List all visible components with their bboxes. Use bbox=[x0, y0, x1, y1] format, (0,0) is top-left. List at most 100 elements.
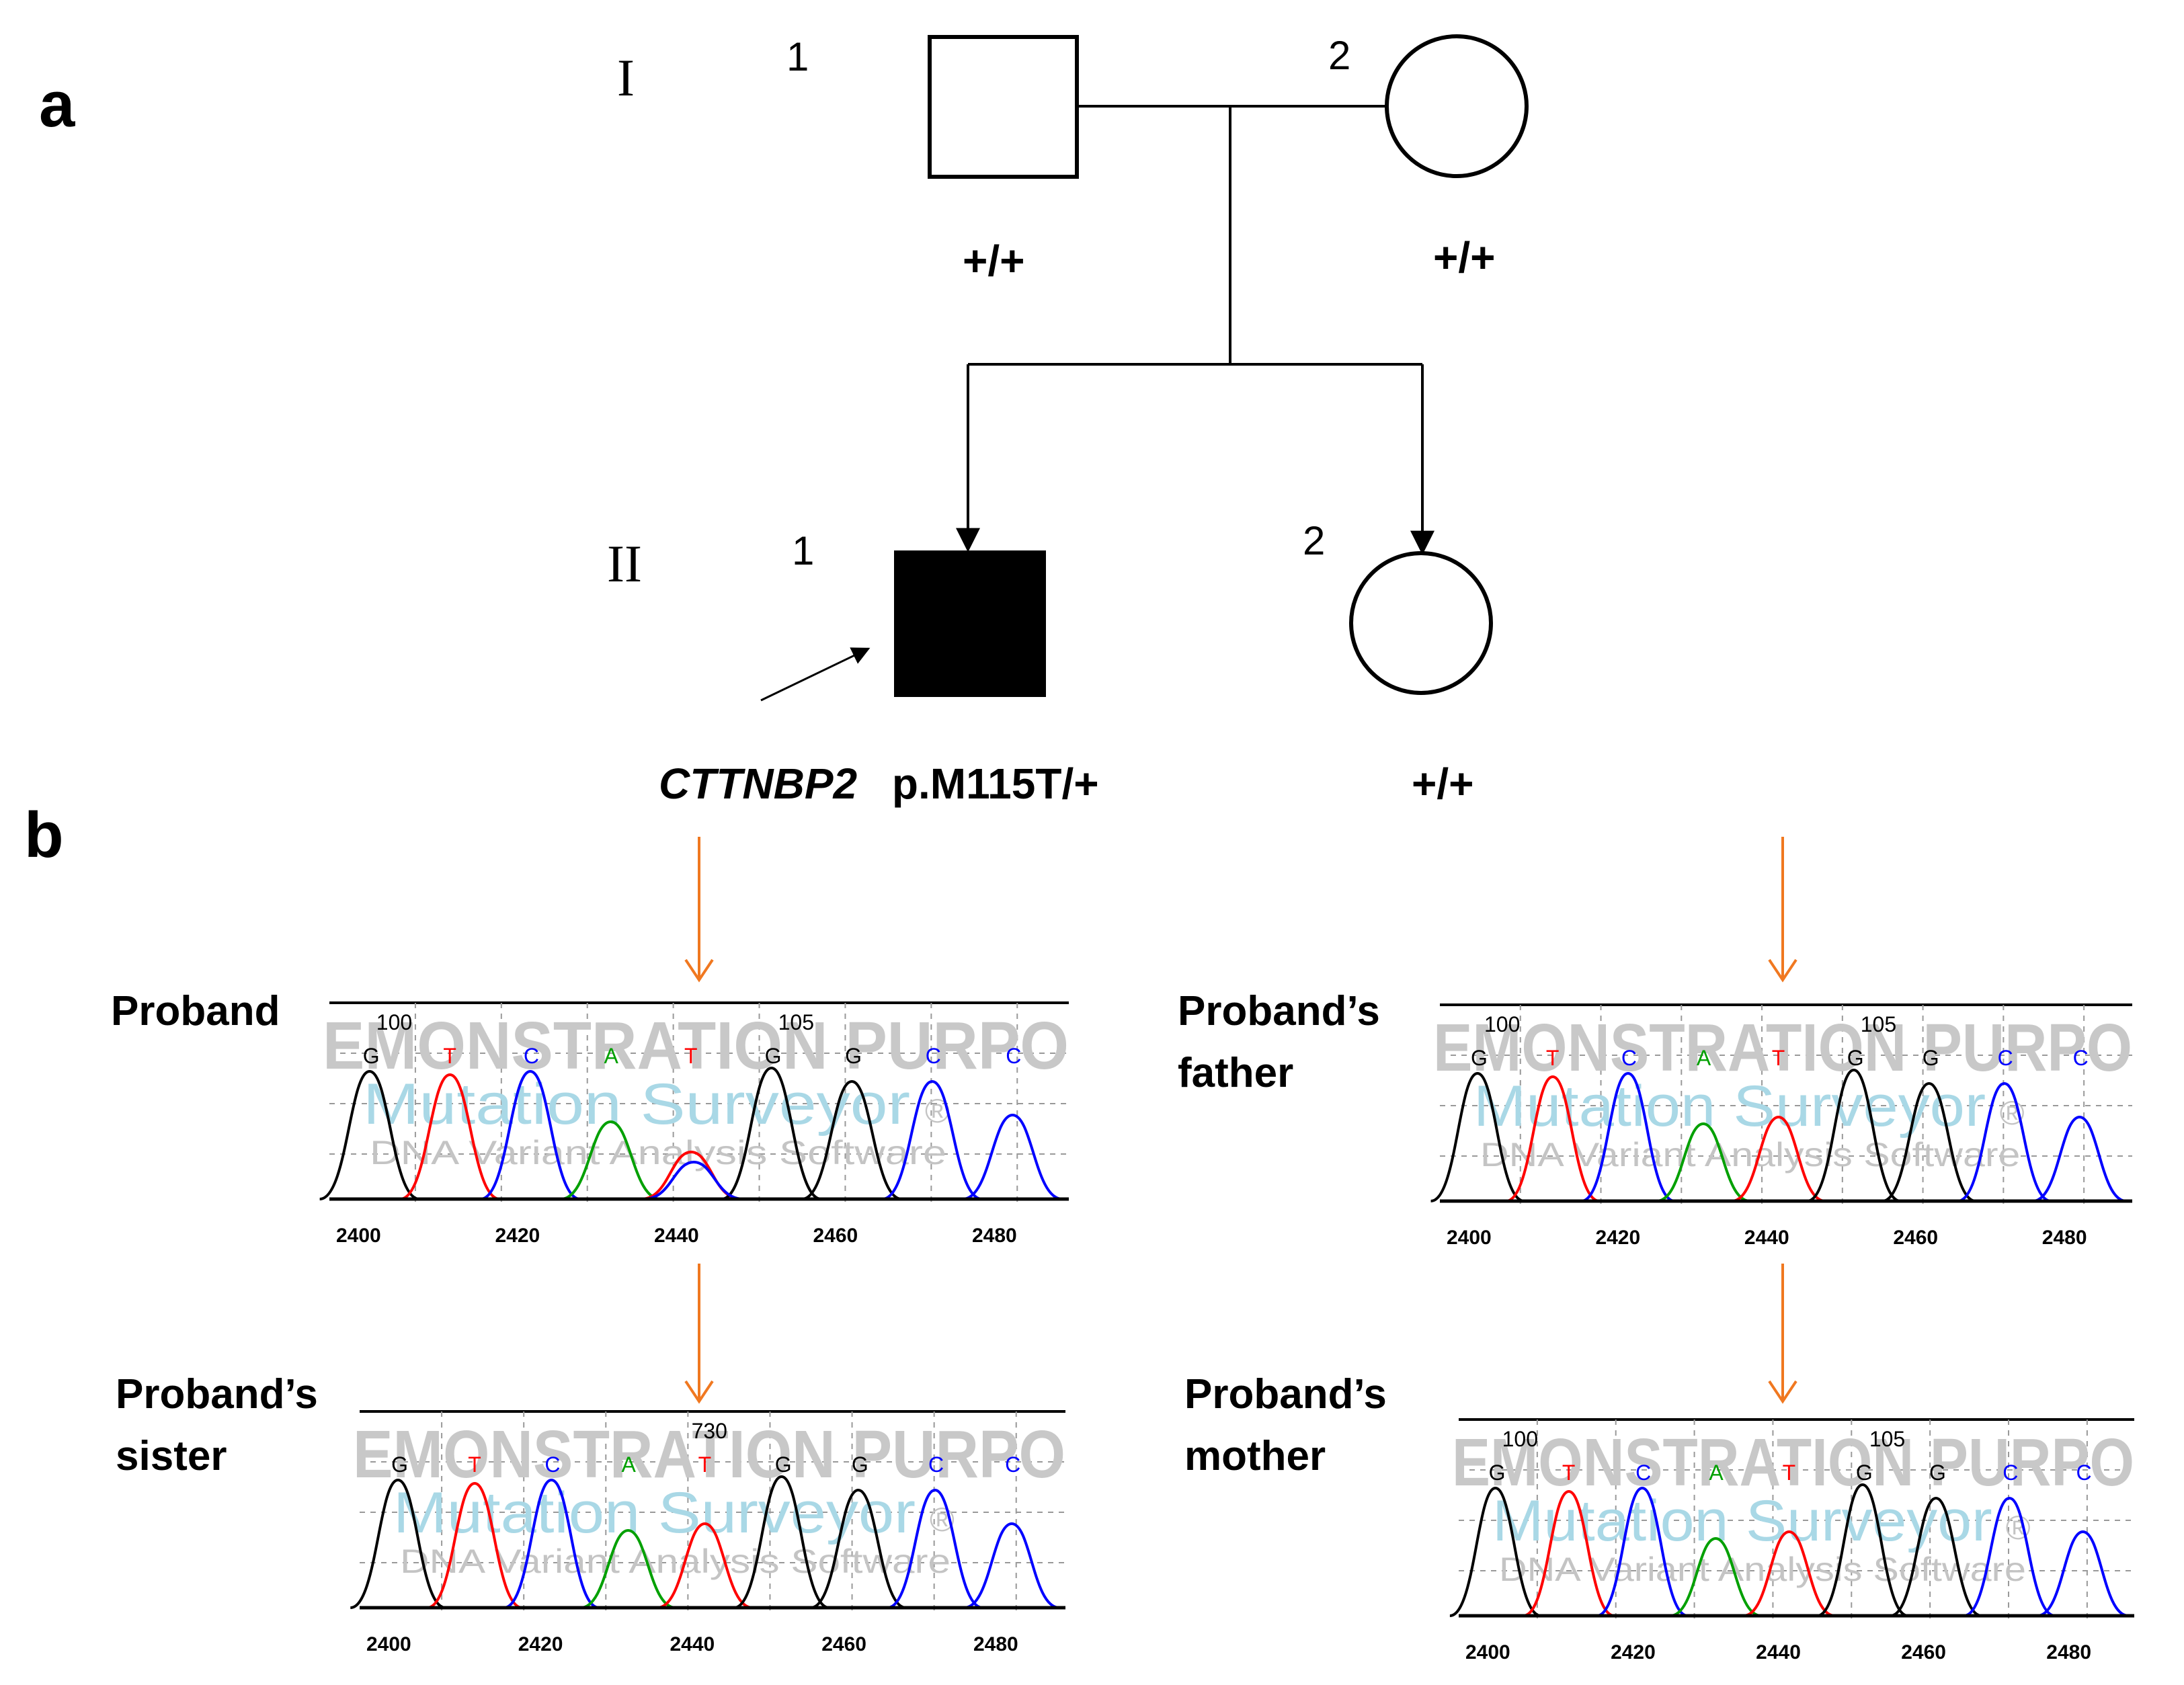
variant-name: p.M115T/+ bbox=[892, 759, 1099, 808]
x-tick-label: 2400 bbox=[1465, 1641, 1510, 1663]
peak-G bbox=[1816, 1483, 1909, 1617]
peak-A bbox=[561, 1120, 661, 1200]
peak-T bbox=[1743, 1530, 1835, 1617]
peak-A bbox=[1656, 1122, 1750, 1202]
base-call-A: A bbox=[604, 1044, 618, 1068]
x-tick-label: 2480 bbox=[972, 1225, 1017, 1247]
peak-G bbox=[1449, 1486, 1541, 1617]
father-number: 1 bbox=[786, 34, 809, 79]
watermark-mutation-surveyor: Mutation Surveyor bbox=[363, 1072, 910, 1137]
base-call-G: G bbox=[1923, 1046, 1939, 1070]
base-call-C: C bbox=[1006, 1044, 1021, 1068]
x-tick-label: 2480 bbox=[2042, 1227, 2087, 1249]
panel-label-b: b bbox=[24, 799, 64, 871]
base-call-G: G bbox=[765, 1044, 782, 1068]
base-call-C: C bbox=[1998, 1046, 2013, 1070]
peak-G bbox=[350, 1478, 446, 1609]
base-call-C: C bbox=[1005, 1452, 1020, 1477]
mother-number: 2 bbox=[1328, 33, 1350, 78]
peak-T bbox=[1523, 1489, 1615, 1617]
x-tick-label: 2480 bbox=[973, 1633, 1018, 1655]
chrom-label-proband: Proband bbox=[111, 988, 280, 1034]
base-call-C: C bbox=[2073, 1046, 2089, 1070]
watermark-dna-variant: DNA Variant Analysis Software bbox=[1499, 1551, 2026, 1588]
x-tick-label: 2440 bbox=[654, 1225, 699, 1247]
x-tick-label: 2460 bbox=[1901, 1641, 1946, 1663]
peak-T bbox=[399, 1073, 500, 1200]
position-label: 100 bbox=[1484, 1012, 1520, 1036]
peak-C bbox=[2032, 1115, 2127, 1202]
peak-C bbox=[882, 1079, 983, 1200]
peak-C bbox=[1964, 1496, 2056, 1617]
peak-C bbox=[503, 1478, 600, 1609]
base-call-T: T bbox=[468, 1452, 481, 1477]
peak-T bbox=[657, 1522, 753, 1609]
orange-arrow-4 bbox=[1768, 1264, 1797, 1404]
watermark-demonstration: EMONSTRATION PURPO bbox=[353, 1417, 1065, 1492]
peak-C bbox=[1957, 1081, 2052, 1202]
base-call-G: G bbox=[363, 1044, 380, 1068]
father-square bbox=[928, 35, 1079, 179]
orange-arrow-1 bbox=[684, 837, 714, 983]
base-call-G: G bbox=[775, 1452, 792, 1477]
peak-C bbox=[1580, 1071, 1675, 1202]
peak-G bbox=[1430, 1071, 1525, 1202]
x-tick-label: 2420 bbox=[495, 1225, 540, 1247]
position-label: 100 bbox=[376, 1010, 412, 1034]
x-tick-label: 2440 bbox=[1756, 1641, 1801, 1663]
orange-arrows bbox=[684, 837, 1797, 1404]
peak-C bbox=[964, 1522, 1060, 1609]
base-call-A: A bbox=[621, 1452, 636, 1477]
x-tick-label: 2440 bbox=[1744, 1227, 1789, 1249]
proband-number: 1 bbox=[792, 528, 814, 573]
proband-square-affected bbox=[894, 550, 1046, 697]
x-tick-label: 2420 bbox=[1611, 1641, 1656, 1663]
watermark-dna-variant: DNA Variant Analysis Software bbox=[1480, 1136, 2020, 1174]
position-label: 105 bbox=[1869, 1427, 1905, 1451]
proband-arrow bbox=[760, 647, 871, 702]
peak-variant-C bbox=[643, 1160, 744, 1200]
proband-genotype: CTTNBP2 p.M115T/+ bbox=[659, 759, 1099, 808]
mother-genotype: +/+ bbox=[1433, 233, 1496, 282]
watermark-demonstration: EMONSTRATION PURPO bbox=[1433, 1010, 2132, 1085]
base-call-G: G bbox=[1847, 1046, 1864, 1070]
position-label: 105 bbox=[1861, 1012, 1896, 1036]
peak-A bbox=[1670, 1536, 1762, 1617]
sister-circle bbox=[1349, 551, 1493, 695]
x-tick-label: 2460 bbox=[813, 1225, 858, 1247]
mother-circle bbox=[1385, 34, 1529, 178]
orange-arrow-3 bbox=[1768, 837, 1797, 983]
watermark-mutation-surveyor: Mutation Surveyor bbox=[1473, 1074, 1986, 1139]
base-call-T: T bbox=[443, 1044, 456, 1068]
base-call-T: T bbox=[1783, 1461, 1796, 1485]
base-call-G: G bbox=[391, 1452, 408, 1477]
base-call-T: T bbox=[1562, 1461, 1576, 1485]
x-tick-label: 2420 bbox=[1595, 1227, 1640, 1249]
x-tick-label: 2460 bbox=[1893, 1227, 1938, 1249]
base-call-A: A bbox=[1697, 1046, 1711, 1070]
father-genotype: +/+ bbox=[963, 237, 1025, 285]
x-tick-label: 2420 bbox=[518, 1633, 563, 1655]
peak-G bbox=[810, 1488, 907, 1609]
base-call-C: C bbox=[1635, 1461, 1651, 1485]
sister-number: 2 bbox=[1303, 518, 1325, 563]
watermark-demonstration: EMONSTRATION PURPO bbox=[1452, 1425, 2134, 1500]
base-call-G: G bbox=[852, 1452, 868, 1477]
position-label: 100 bbox=[1502, 1427, 1538, 1451]
orange-arrow-2 bbox=[684, 1264, 714, 1404]
peak-A bbox=[580, 1528, 676, 1609]
position-label: 730 bbox=[692, 1419, 727, 1443]
base-call-C: C bbox=[524, 1044, 539, 1068]
peak-C bbox=[887, 1488, 983, 1609]
peak-C bbox=[2037, 1530, 2129, 1617]
x-tick-label: 2460 bbox=[821, 1633, 866, 1655]
watermark-dna-variant: DNA Variant Analysis Software bbox=[370, 1134, 946, 1172]
base-call-C: C bbox=[928, 1452, 944, 1477]
base-call-G: G bbox=[1929, 1461, 1946, 1485]
peak-G bbox=[1882, 1081, 1976, 1202]
